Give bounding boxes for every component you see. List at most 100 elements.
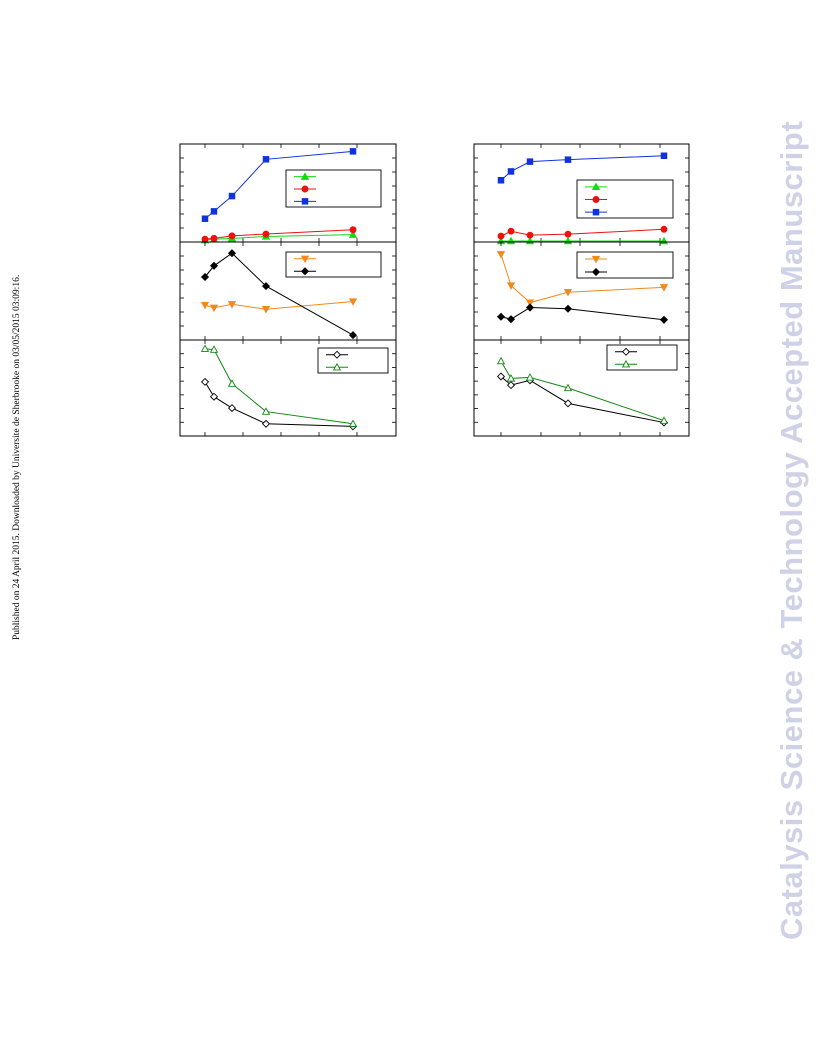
chart-panel-right-top <box>473 143 690 245</box>
data-point <box>261 419 271 428</box>
data-point <box>262 156 270 163</box>
data-point <box>227 301 237 309</box>
data-point <box>496 312 506 321</box>
plot-frame <box>473 339 690 437</box>
series-red <box>497 225 668 240</box>
chart-panel-left-top <box>179 143 397 244</box>
data-point <box>496 251 506 259</box>
data-point <box>209 304 219 313</box>
data-point <box>496 372 506 381</box>
data-point <box>506 315 516 324</box>
data-point <box>563 289 573 297</box>
legend-entry-blue <box>585 208 607 216</box>
legend-entry-black <box>294 267 316 276</box>
data-point <box>348 230 358 238</box>
legend-marker <box>591 255 601 264</box>
data-point <box>526 158 534 165</box>
series-line <box>500 376 665 424</box>
legend-marker <box>591 267 601 277</box>
legend-entry-red <box>294 185 316 193</box>
series-line <box>500 307 665 321</box>
legend-entry-blue <box>294 198 316 205</box>
legend <box>576 179 674 219</box>
legend <box>606 344 678 371</box>
chart-panel-left-bottom <box>179 339 397 437</box>
legend-entry-dark_green <box>326 362 348 371</box>
legend-entry-orange <box>294 255 316 264</box>
data-point <box>506 381 516 390</box>
data-point <box>507 227 515 235</box>
data-point <box>497 177 505 184</box>
data-point <box>262 230 270 238</box>
legend-marker <box>592 208 600 216</box>
series-black <box>200 249 358 340</box>
data-point <box>659 284 669 292</box>
data-point <box>227 249 237 258</box>
data-point <box>563 304 573 313</box>
legend <box>285 169 382 208</box>
legend-marker <box>621 359 631 368</box>
series-black <box>496 303 669 324</box>
data-point <box>209 261 219 270</box>
legend-marker <box>300 172 310 180</box>
series-orange <box>200 298 358 314</box>
legend-marker <box>591 182 601 191</box>
data-point <box>228 232 236 240</box>
data-point <box>563 399 573 408</box>
data-point <box>200 272 210 282</box>
legend-box <box>317 347 389 374</box>
data-point <box>525 303 535 312</box>
data-point <box>348 298 358 306</box>
data-point <box>201 235 209 243</box>
data-point <box>228 192 236 200</box>
data-point <box>261 282 271 291</box>
series-blue <box>497 152 668 184</box>
legend-marker <box>592 196 600 203</box>
legend-box <box>576 251 674 279</box>
legend-box <box>285 251 382 278</box>
legend-entry-orange <box>585 255 607 264</box>
series-line <box>500 228 665 237</box>
data-point <box>497 232 505 240</box>
series-line <box>204 229 354 240</box>
legend-entry-black <box>585 267 607 277</box>
data-point <box>200 301 210 310</box>
chart-panel-right-middle <box>473 241 690 341</box>
series-orange <box>496 251 669 307</box>
series-blue <box>201 148 357 222</box>
legend-entry-black <box>615 347 637 356</box>
legend-entry-red <box>585 196 607 203</box>
data-point <box>210 234 218 242</box>
data-point <box>200 344 210 352</box>
data-point <box>525 373 535 381</box>
legend-marker <box>332 350 342 359</box>
chart-panel-right-bottom <box>473 339 690 437</box>
data-point <box>564 230 572 238</box>
legend-entry-green <box>585 182 607 191</box>
data-point <box>209 392 219 401</box>
series-line <box>500 155 665 181</box>
data-point <box>349 148 357 155</box>
legend <box>285 251 382 278</box>
legend-entry-green <box>294 172 316 180</box>
data-point <box>506 282 516 290</box>
data-point <box>348 419 358 427</box>
legend-box <box>606 344 678 371</box>
legend-entry-black <box>326 350 348 359</box>
legend-marker <box>332 362 342 371</box>
series-line <box>204 234 354 241</box>
data-point <box>659 315 669 324</box>
series-red <box>201 226 357 243</box>
series-black <box>496 372 669 427</box>
series-line <box>204 301 354 310</box>
data-point <box>659 416 669 424</box>
data-point <box>525 299 535 307</box>
data-point <box>227 379 237 387</box>
legend <box>317 347 389 374</box>
data-point <box>660 152 668 160</box>
legend-marker <box>301 185 309 193</box>
data-point <box>348 331 358 340</box>
legend <box>576 251 674 279</box>
data-point <box>496 356 506 365</box>
